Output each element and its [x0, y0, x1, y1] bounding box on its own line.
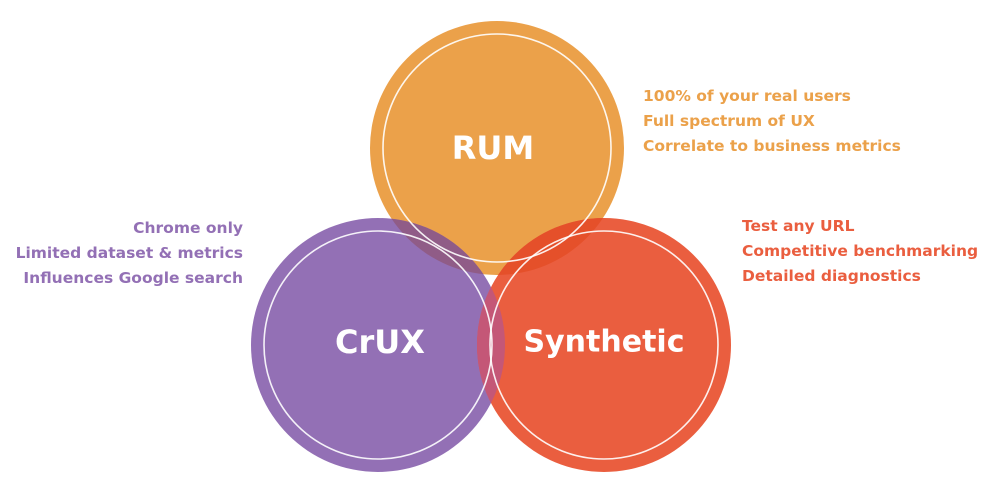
- crux-notes: Chrome only Limited dataset & metrics In…: [16, 216, 243, 291]
- crux-label: CrUX: [335, 323, 425, 361]
- synthetic-note-line: Competitive benchmarking: [742, 242, 979, 260]
- crux-circle: [251, 218, 505, 472]
- synthetic-inner-ring: [489, 230, 719, 460]
- rum-notes: 100% of your real users Full spectrum of…: [643, 84, 901, 159]
- synthetic-note-line: Detailed diagnostics: [742, 267, 921, 285]
- rum-inner-ring: [382, 33, 612, 263]
- synthetic-note-line: Test any URL: [742, 217, 855, 235]
- rum-label: RUM: [452, 129, 534, 167]
- rum-note-line: 100% of your real users: [643, 87, 851, 105]
- crux-note-line: Limited dataset & metrics: [15, 244, 243, 262]
- crux-note-line: Influences Google search: [23, 269, 243, 287]
- rum-note-line: Full spectrum of UX: [643, 112, 815, 130]
- synthetic-label: Synthetic: [524, 325, 685, 360]
- rum-circle: [370, 21, 624, 275]
- crux-note-line: Chrome only: [133, 219, 243, 237]
- synthetic-circle: [477, 218, 731, 472]
- rum-note-line: Correlate to business metrics: [643, 137, 901, 155]
- synthetic-notes: Test any URL Competitive benchmarking De…: [742, 214, 978, 289]
- crux-inner-ring: [263, 230, 493, 460]
